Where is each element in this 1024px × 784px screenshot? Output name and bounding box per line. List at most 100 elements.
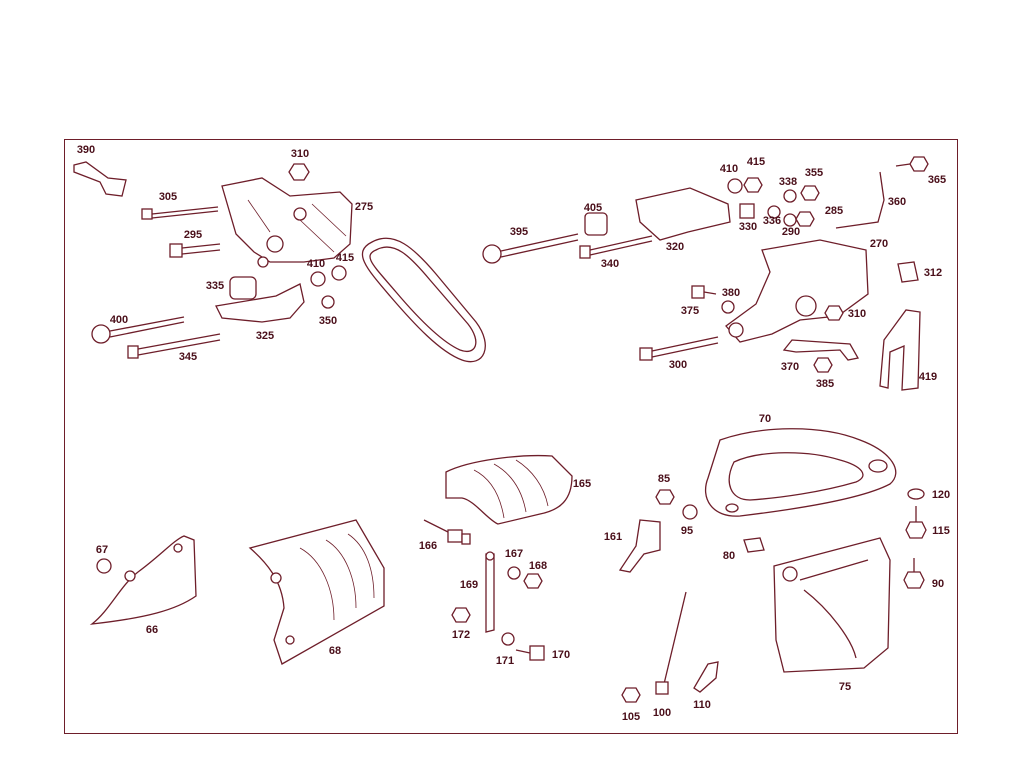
part-310-nut-right	[824, 305, 844, 321]
part-label-80: 80	[723, 550, 735, 562]
part-95-washer	[682, 504, 698, 520]
part-label-330: 330	[739, 221, 757, 233]
part-label-419: 419	[919, 371, 937, 383]
part-label-312: 312	[924, 267, 942, 279]
part-355-nut	[800, 185, 820, 201]
part-label-95: 95	[681, 525, 693, 537]
part-label-390: 390	[77, 144, 95, 156]
part-label-336: 336	[763, 215, 781, 227]
part-label-305: 305	[159, 191, 177, 203]
part-170-bolt	[515, 645, 545, 661]
part-320-idler	[635, 187, 731, 241]
part-172-nut	[451, 607, 471, 623]
part-370-strap	[782, 339, 860, 361]
part-115-bolt	[905, 506, 927, 539]
part-label-335: 335	[206, 280, 224, 292]
part-300-bolt	[639, 336, 719, 361]
part-336-washer	[767, 205, 781, 219]
part-label-295: 295	[184, 229, 202, 241]
diagram-frame	[64, 139, 958, 734]
part-label-400: 400	[110, 314, 128, 326]
part-70-cover	[704, 428, 897, 517]
part-405-bushing	[584, 212, 608, 236]
part-label-115: 115	[932, 525, 950, 537]
part-380-washer	[721, 300, 735, 314]
part-295-bolt	[169, 243, 221, 258]
part-label-350: 350	[319, 315, 337, 327]
part-312-clip	[897, 261, 919, 283]
part-label-67: 67	[96, 544, 108, 556]
part-label-325: 325	[256, 330, 274, 342]
part-label-310: 310	[848, 308, 866, 320]
part-90-bolt	[903, 558, 925, 589]
part-340-bolt	[579, 235, 653, 259]
part-338-washer	[783, 189, 797, 203]
part-120-washer	[907, 488, 925, 500]
part-label-338: 338	[779, 176, 797, 188]
part-label-300: 300	[669, 359, 687, 371]
part-label-370: 370	[781, 361, 799, 373]
part-275-bracket	[221, 177, 353, 268]
part-label-410: 410	[307, 258, 325, 270]
part-285-nut	[795, 211, 815, 227]
part-label-171: 171	[496, 655, 514, 667]
part-80-clip	[743, 537, 765, 553]
part-419-bracket	[879, 309, 921, 391]
part-label-410: 410	[720, 163, 738, 175]
part-label-170: 170	[552, 649, 570, 661]
part-110-clip	[693, 661, 719, 693]
part-label-385: 385	[816, 378, 834, 390]
part-label-270: 270	[870, 238, 888, 250]
part-label-360: 360	[888, 196, 906, 208]
part-270-bracket	[725, 239, 869, 343]
part-410-washer-right	[727, 178, 743, 194]
part-label-100: 100	[653, 707, 671, 719]
part-305-bolt	[141, 206, 219, 220]
part-label-105: 105	[622, 711, 640, 723]
part-label-66: 66	[146, 624, 158, 636]
part-67-washer	[96, 558, 112, 574]
part-label-172: 172	[452, 629, 470, 641]
part-161-bracket	[618, 519, 661, 573]
part-415-nut-right	[743, 177, 763, 193]
part-166-sensor	[423, 519, 471, 545]
part-390-bracket	[73, 161, 127, 197]
part-label-165: 165	[573, 478, 591, 490]
part-label-166: 166	[419, 540, 437, 552]
part-label-169: 169	[460, 579, 478, 591]
part-label-320: 320	[666, 241, 684, 253]
part-400-bolt	[91, 316, 185, 344]
part-label-345: 345	[179, 351, 197, 363]
part-label-275: 275	[355, 201, 373, 213]
part-171-washer	[501, 632, 515, 646]
part-66-shield	[89, 535, 197, 625]
parts-drawing	[73, 156, 929, 703]
part-label-70: 70	[759, 413, 771, 425]
part-label-90: 90	[932, 578, 944, 590]
part-label-167: 167	[505, 548, 523, 560]
part-365-bolt	[895, 156, 929, 172]
part-label-405: 405	[584, 202, 602, 214]
part-345-bolt	[127, 333, 221, 359]
part-410-washer	[310, 271, 326, 287]
part-335-bushing	[229, 276, 257, 300]
part-310-nut	[288, 163, 310, 181]
part-167-washer	[507, 566, 521, 580]
part-label-85: 85	[658, 473, 670, 485]
part-290-washer	[783, 213, 797, 227]
part-label-120: 120	[932, 489, 950, 501]
part-label-310: 310	[291, 148, 309, 160]
part-label-161: 161	[604, 531, 622, 543]
part-415-washer	[331, 265, 347, 281]
part-385-nut	[813, 357, 833, 373]
part-330-stud	[739, 203, 755, 219]
part-85-nut	[655, 489, 675, 505]
part-label-68: 68	[329, 645, 341, 657]
part-168-nut	[523, 573, 543, 589]
part-395-bolt	[482, 233, 579, 264]
part-label-355: 355	[805, 167, 823, 179]
part-100-rod	[655, 591, 687, 695]
part-75-bracket	[773, 537, 891, 673]
part-label-380: 380	[722, 287, 740, 299]
